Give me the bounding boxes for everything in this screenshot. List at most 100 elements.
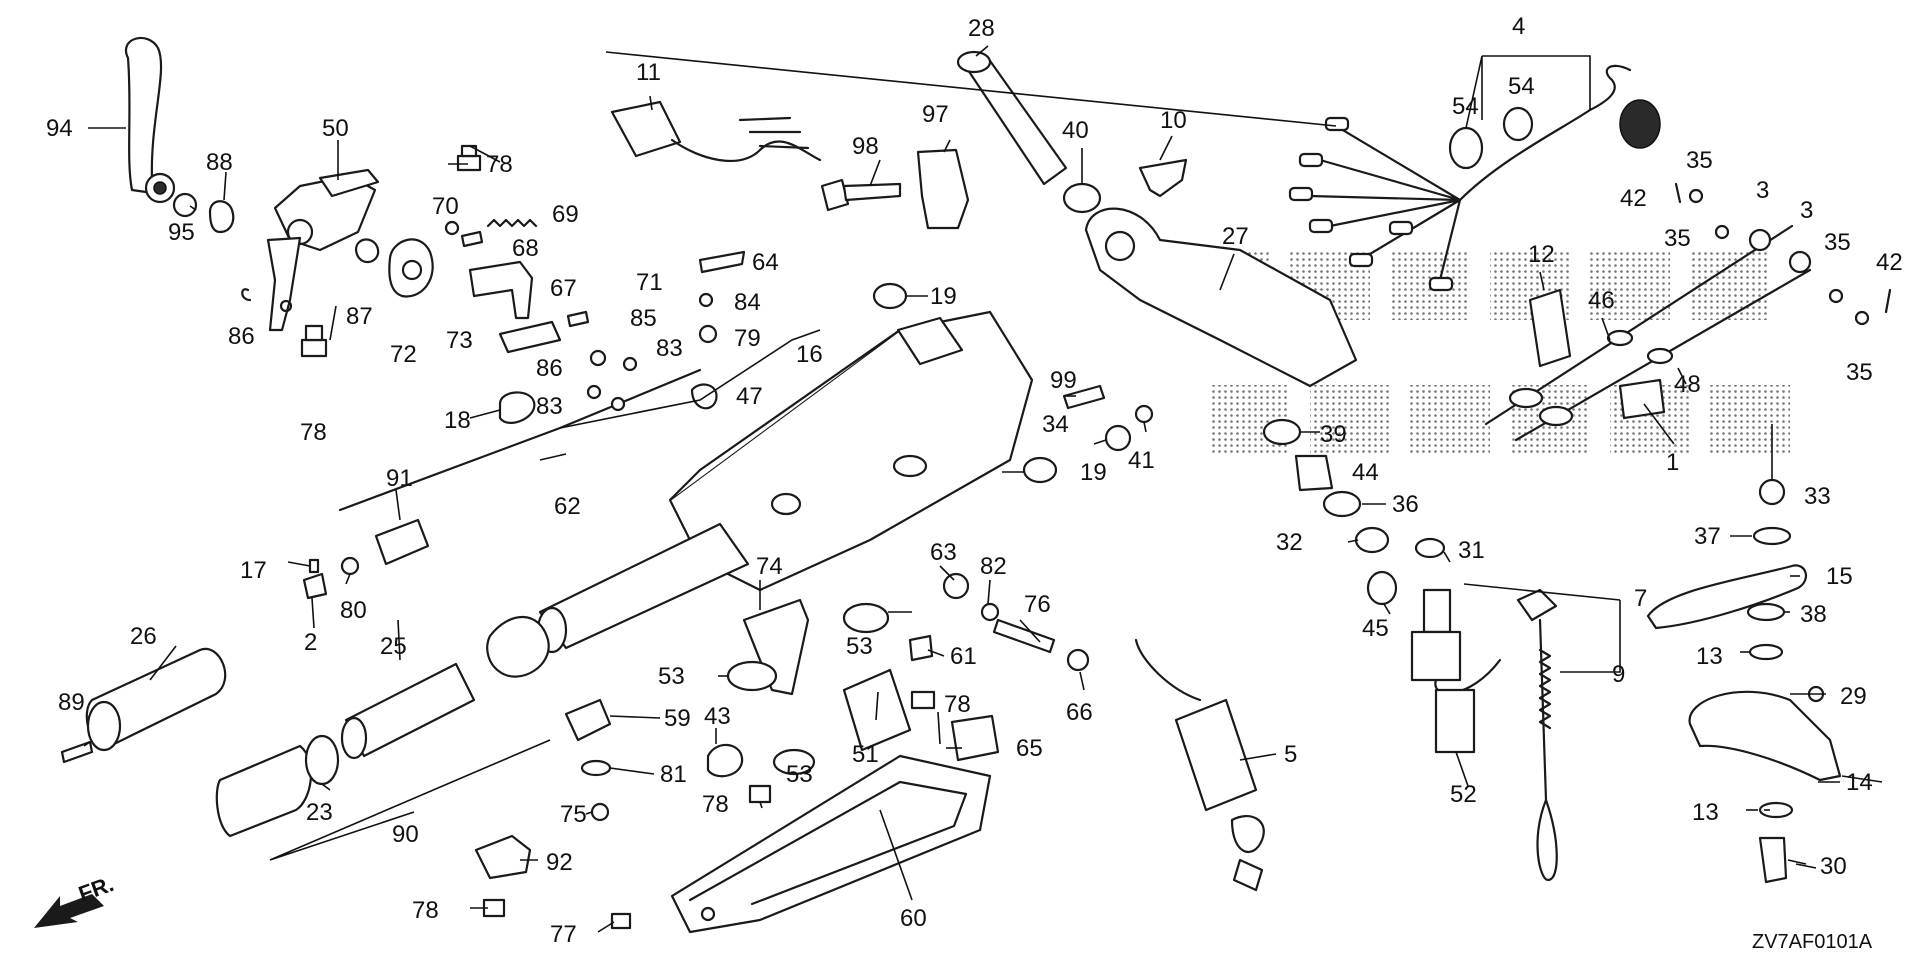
callout-40: 40 <box>1062 117 1089 144</box>
callout-52: 52 <box>1450 781 1477 808</box>
callout-7: 7 <box>1634 585 1647 612</box>
callout-numbers: 94 95 88 50 78 70 69 68 87 86 67 72 73 7… <box>46 13 1903 953</box>
callout-27: 27 <box>1222 223 1249 250</box>
callout-63: 63 <box>930 539 957 566</box>
part-45-bushing <box>1366 570 1398 606</box>
part-54a-clamp <box>1448 126 1484 170</box>
callout-54b: 54 <box>1508 73 1535 100</box>
part-69-spring <box>486 218 538 228</box>
part-33-nut <box>1758 478 1786 506</box>
callout-35d: 35 <box>1846 359 1873 386</box>
callout-17: 17 <box>240 557 267 584</box>
callout-54a: 54 <box>1452 93 1479 120</box>
callout-33: 33 <box>1804 483 1831 510</box>
callout-68: 68 <box>512 235 539 262</box>
callout-31: 31 <box>1458 537 1485 564</box>
callout-78a: 78 <box>486 151 513 178</box>
part-4-harness <box>1288 64 1661 292</box>
callout-44: 44 <box>1352 459 1379 486</box>
part-98-bolt <box>820 178 902 212</box>
part-91-fitting <box>374 518 430 566</box>
part-73-plate <box>498 320 562 354</box>
part-54b-clamp <box>1502 106 1534 142</box>
callout-80: 80 <box>340 597 367 624</box>
callout-66: 66 <box>1066 699 1093 726</box>
callout-94: 94 <box>46 115 73 142</box>
part-3b-joint <box>1788 250 1812 274</box>
callout-13a: 13 <box>1696 643 1723 670</box>
front-marker-label: FR. <box>75 871 117 907</box>
callout-78d: 78 <box>702 791 729 818</box>
part-82-washer <box>980 602 1000 622</box>
callout-14: 14 <box>1846 769 1873 796</box>
callout-99: 99 <box>1050 367 1077 394</box>
part-84-washer <box>698 292 714 308</box>
callout-70: 70 <box>432 193 459 220</box>
callout-19b: 19 <box>1080 459 1107 486</box>
callout-60: 60 <box>900 905 927 932</box>
part-7-stop-switch <box>1410 588 1502 695</box>
callout-30: 30 <box>1820 853 1847 880</box>
callout-73: 73 <box>446 327 473 354</box>
callout-1: 1 <box>1666 449 1679 476</box>
part-1-plate <box>1618 378 1666 420</box>
part-63-grommet <box>942 572 970 600</box>
part-23-ring <box>304 734 340 786</box>
part-83a-washer <box>622 356 638 372</box>
callout-47: 47 <box>736 383 763 410</box>
callout-13b: 13 <box>1692 799 1719 826</box>
part-38-washer <box>1746 602 1786 622</box>
part-11-connector <box>610 100 822 162</box>
callout-72: 72 <box>390 341 417 368</box>
callout-3a: 3 <box>1756 177 1769 204</box>
part-78e-bolt <box>482 898 506 918</box>
callout-16: 16 <box>796 341 823 368</box>
callout-3b: 3 <box>1800 197 1813 224</box>
callout-81: 81 <box>660 761 687 788</box>
part-72-cam <box>388 238 434 298</box>
callout-82: 82 <box>980 553 1007 580</box>
part-32-bushing <box>1354 526 1390 554</box>
diagram-code: ZV7AF0101A <box>1752 931 1873 953</box>
part-70-nut <box>444 220 460 236</box>
part-35a-washer <box>1688 188 1704 204</box>
part-92-bracket <box>474 834 532 880</box>
callout-38: 38 <box>1800 601 1827 628</box>
part-39-grommet <box>1262 418 1302 446</box>
callout-86a: 86 <box>228 323 255 350</box>
callout-32: 32 <box>1276 529 1303 556</box>
callout-37: 37 <box>1694 523 1721 550</box>
part-41-washer <box>1134 404 1154 424</box>
part-35c-washer <box>1828 288 1844 304</box>
part-17-pin <box>308 558 320 574</box>
callout-23: 23 <box>306 799 333 826</box>
callout-76: 76 <box>1024 591 1051 618</box>
callout-67: 67 <box>550 275 577 302</box>
callout-64: 64 <box>752 249 779 276</box>
part-28-pivot-bolt <box>956 50 1068 186</box>
part-34-nut <box>1104 424 1132 452</box>
callout-84: 84 <box>734 289 761 316</box>
part-2-end <box>302 572 328 600</box>
part-87-washer <box>354 238 380 264</box>
callout-83b: 83 <box>536 393 563 420</box>
callout-95: 95 <box>168 219 195 246</box>
callout-85: 85 <box>630 305 657 332</box>
part-18-cap <box>498 391 536 424</box>
part-14-friction-plate <box>1688 690 1842 782</box>
callout-90: 90 <box>392 821 419 848</box>
leader-lines <box>83 45 1883 933</box>
part-80-nut <box>340 556 360 576</box>
part-78d-bolt <box>748 784 772 804</box>
callout-41: 41 <box>1128 447 1155 474</box>
callout-87: 87 <box>346 303 373 330</box>
callout-5: 5 <box>1284 741 1297 768</box>
callout-53c: 53 <box>786 761 813 788</box>
callout-75: 75 <box>560 801 587 828</box>
callout-74: 74 <box>756 553 783 580</box>
callout-4: 4 <box>1512 13 1525 40</box>
part-48-cable <box>1514 268 1812 442</box>
part-99-bolt <box>1062 384 1106 410</box>
part-61-clip <box>908 634 934 662</box>
part-52-sleeve <box>1434 688 1476 754</box>
